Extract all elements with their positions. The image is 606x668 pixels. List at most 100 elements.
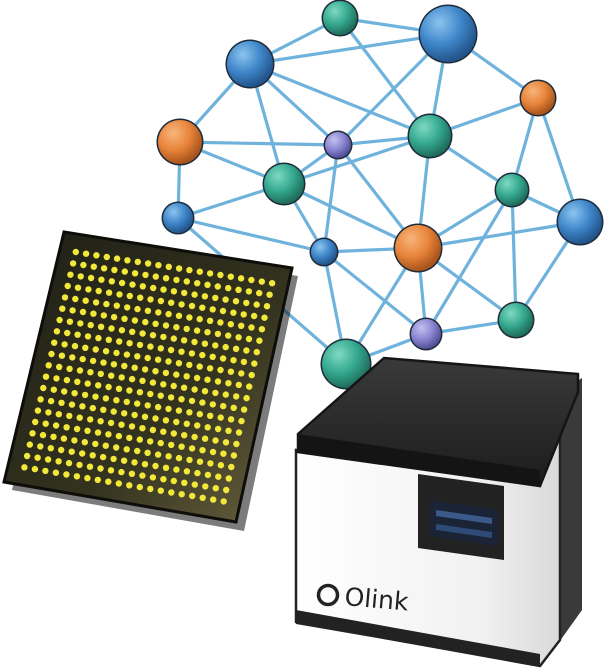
chip-dot — [123, 398, 130, 406]
chip-dot — [173, 276, 180, 284]
chip-dot — [92, 299, 100, 306]
chip-dot — [134, 353, 141, 360]
chip-dot — [98, 276, 105, 283]
chip-dot — [72, 248, 80, 256]
chip-dot — [77, 320, 84, 327]
chip-dot — [105, 336, 113, 343]
chip-dot — [144, 449, 151, 456]
chip-dot — [66, 412, 73, 420]
network-node-purple — [411, 319, 441, 349]
chip-dot — [121, 268, 128, 275]
chip-dot — [157, 392, 164, 399]
chip-dot — [63, 471, 70, 478]
network-edge — [510, 188, 518, 322]
chip-dot — [93, 252, 100, 259]
chip-dot — [154, 403, 162, 411]
chip-dot — [77, 273, 84, 280]
chip-dot — [87, 321, 94, 329]
chip-dot — [225, 475, 232, 482]
chip-dot — [139, 330, 146, 337]
chip-dot — [201, 340, 209, 347]
chip-dot — [175, 454, 183, 462]
chip-dot — [87, 274, 95, 282]
chip-dot — [39, 431, 47, 439]
chip-dot — [79, 403, 86, 410]
chip-dot — [52, 469, 60, 476]
chip-dot — [258, 326, 266, 333]
chip-dot — [34, 407, 42, 414]
chip-dot — [243, 347, 250, 354]
chip-dot — [105, 431, 112, 438]
network-node-teal — [499, 303, 533, 337]
chip-dot — [230, 309, 237, 316]
instrument-base — [296, 610, 540, 666]
chip-dot — [152, 368, 159, 375]
chip-dot — [142, 318, 149, 326]
chip-dot — [168, 441, 175, 449]
chip-dot — [155, 262, 162, 269]
chip-dot — [194, 280, 201, 287]
chip-dot — [99, 453, 107, 461]
chip-dot — [170, 335, 177, 342]
chip-dot — [71, 437, 78, 444]
chip-dot — [61, 294, 69, 301]
chip-dot — [118, 468, 125, 476]
chip-dot — [238, 322, 245, 329]
chip-dot — [147, 390, 154, 398]
network-node-orange — [395, 225, 441, 271]
chip-dot — [186, 314, 193, 321]
olink-instrument: Olink — [294, 356, 582, 668]
chip-dot — [120, 457, 128, 464]
chip-dot — [58, 446, 65, 454]
chip-dot — [45, 409, 52, 416]
chip-dot — [123, 351, 131, 358]
chip-dot — [84, 333, 92, 340]
chip-dot — [47, 397, 55, 405]
chip-dot — [97, 465, 104, 472]
chip-dot — [58, 399, 65, 406]
chip-dot — [48, 350, 55, 358]
chip-dot — [73, 425, 81, 433]
chip-dot — [95, 334, 102, 342]
chip-dot — [45, 362, 52, 369]
chip-dot — [53, 375, 60, 382]
chip-dot — [147, 343, 154, 350]
chip-dot — [87, 416, 94, 423]
chip-dot — [165, 453, 172, 460]
chip-dot — [186, 456, 193, 464]
chip-dot — [137, 294, 144, 301]
network-node-teal — [323, 1, 357, 35]
chip-dot — [243, 299, 250, 307]
network-node-blue — [227, 41, 273, 87]
chip-dot — [32, 418, 39, 426]
chip-dot — [214, 283, 221, 290]
chip-dot — [121, 410, 128, 417]
chip-dot — [170, 382, 177, 390]
chip-dot — [167, 346, 175, 354]
chip-dot — [225, 332, 232, 339]
chip-dot — [199, 447, 206, 454]
chip-dot — [61, 341, 68, 348]
chip-dot — [210, 496, 217, 503]
chip-dot — [47, 445, 54, 452]
chip-dot — [50, 433, 57, 440]
chip-dot — [87, 369, 94, 376]
network-node-blue — [420, 6, 476, 62]
chip-dot — [63, 329, 71, 337]
chip-dot — [196, 410, 203, 418]
chip-dot — [131, 411, 138, 419]
network-edge — [416, 220, 582, 250]
chip-dot — [160, 381, 167, 388]
chip-dot — [170, 288, 178, 295]
chip-dot — [144, 402, 151, 409]
chip-dot — [142, 271, 149, 279]
chip-dot — [178, 348, 185, 355]
chip-dot — [194, 422, 201, 429]
chip-dot — [113, 444, 120, 451]
chip-dot — [134, 400, 141, 407]
chip-dot — [100, 359, 107, 366]
chip-surface — [2, 230, 294, 524]
chip-dot — [136, 341, 144, 349]
chip-dot — [180, 384, 188, 391]
chip-dot — [126, 434, 133, 442]
